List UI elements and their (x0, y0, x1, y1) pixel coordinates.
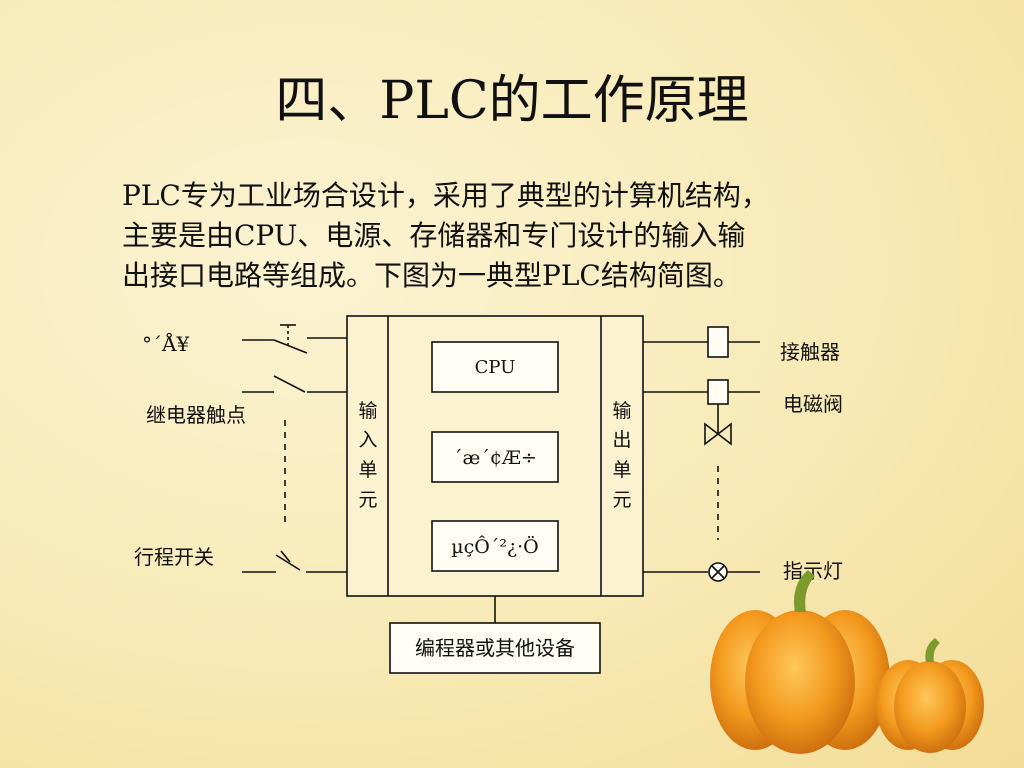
body-line-2: 主要是由CPU、电源、存储器和专门设计的输入输 (122, 219, 746, 252)
label-solenoid-valve: 电磁阀 (783, 392, 843, 416)
body-line-1: PLC专为工业场合设计，采用了典型的计算机结构， (122, 179, 769, 212)
programmer-box (389, 622, 601, 674)
input-unit-char-1: 输 (358, 400, 377, 422)
large-pumpkin (710, 570, 890, 754)
label-travel-switch: 行程开关 (134, 545, 214, 569)
power-box (431, 520, 559, 572)
small-pumpkin (876, 638, 984, 753)
power-label: µçÔ´²¿·Ö (451, 535, 539, 558)
label-button: °´Å¥ (142, 331, 189, 356)
label-indicator-lamp: 指示灯 (783, 559, 843, 583)
input-unit-char-3: 单 (358, 459, 377, 481)
output-unit-char-2: 出 (612, 429, 631, 451)
output-unit-char-4: 元 (612, 489, 631, 511)
output-unit-char-3: 单 (612, 459, 631, 481)
slide-title: 四、PLC的工作原理 (275, 71, 749, 131)
memory-box (431, 431, 559, 483)
programmer-label: 编程器或其他设备 (415, 636, 575, 660)
body-line-3: 出接口电路等组成。下图为一典型PLC结构简图。 (122, 259, 741, 292)
slide-body-text: PLC专为工业场合设计，采用了典型的计算机结构， 主要是由CPU、电源、存储器和… (122, 176, 912, 296)
memory-label: ´æ´¢Æ÷ (453, 447, 537, 469)
cpu-box (431, 341, 559, 393)
label-relay-contact: 继电器触点 (146, 403, 246, 427)
output-unit-char-1: 输 (612, 400, 631, 422)
valve-symbol (704, 422, 732, 446)
input-unit-char-2: 入 (358, 429, 377, 451)
label-contactor: 接触器 (780, 340, 840, 364)
input-unit-char-4: 元 (358, 489, 377, 511)
cpu-label: CPU (475, 357, 516, 378)
